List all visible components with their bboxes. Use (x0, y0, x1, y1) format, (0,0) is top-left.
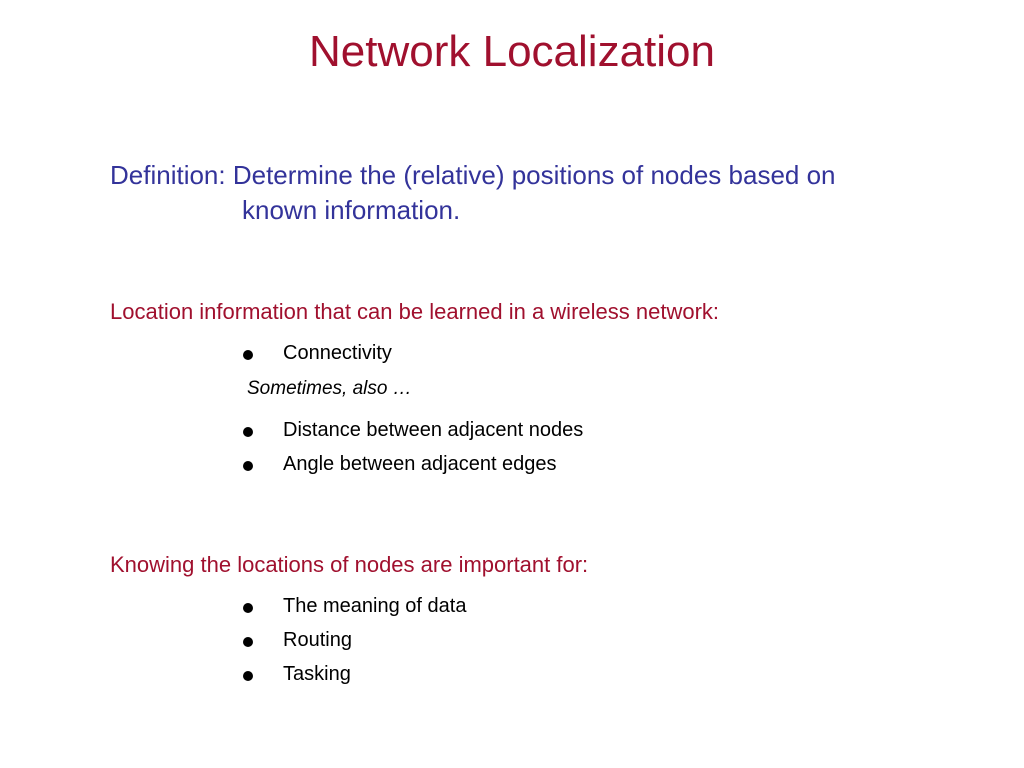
section-heading-location-info: Location information that can be learned… (110, 299, 720, 324)
list-item-label: Routing (283, 629, 352, 651)
list-item: The meaning of data (240, 589, 466, 623)
bullet-icon (243, 637, 253, 647)
bullet-icon (243, 427, 253, 437)
section-heading-importance: Knowing the locations of nodes are impor… (110, 552, 589, 577)
aside-note: Sometimes, also … (247, 378, 412, 399)
bullet-icon (243, 350, 253, 360)
slide-title: Network Localization (309, 27, 715, 76)
definition-line-1: Definition: Determine the (relative) pos… (110, 160, 836, 190)
bullet-icon (243, 603, 253, 613)
list-item: Connectivity (240, 336, 392, 370)
list-item-label: Connectivity (283, 342, 392, 364)
list-item: Distance between adjacent nodes (240, 413, 583, 447)
bullet-icon (243, 671, 253, 681)
list-item: Tasking (240, 657, 466, 691)
list-item: Angle between adjacent edges (240, 447, 583, 481)
bullet-list-location-info-extra: Distance between adjacent nodes Angle be… (240, 413, 583, 481)
list-item: Routing (240, 623, 466, 657)
definition-line-2: known information. (242, 195, 461, 225)
list-item-label: Distance between adjacent nodes (283, 419, 584, 441)
bullet-list-location-info: Connectivity (240, 336, 392, 370)
list-item-label: Tasking (283, 663, 351, 685)
list-item-label: The meaning of data (283, 595, 467, 617)
bullet-list-importance: The meaning of data Routing Tasking (240, 589, 466, 691)
list-item-label: Angle between adjacent edges (283, 453, 557, 475)
definition-text: Definition: Determine the (relative) pos… (110, 158, 930, 228)
bullet-icon (243, 461, 253, 471)
